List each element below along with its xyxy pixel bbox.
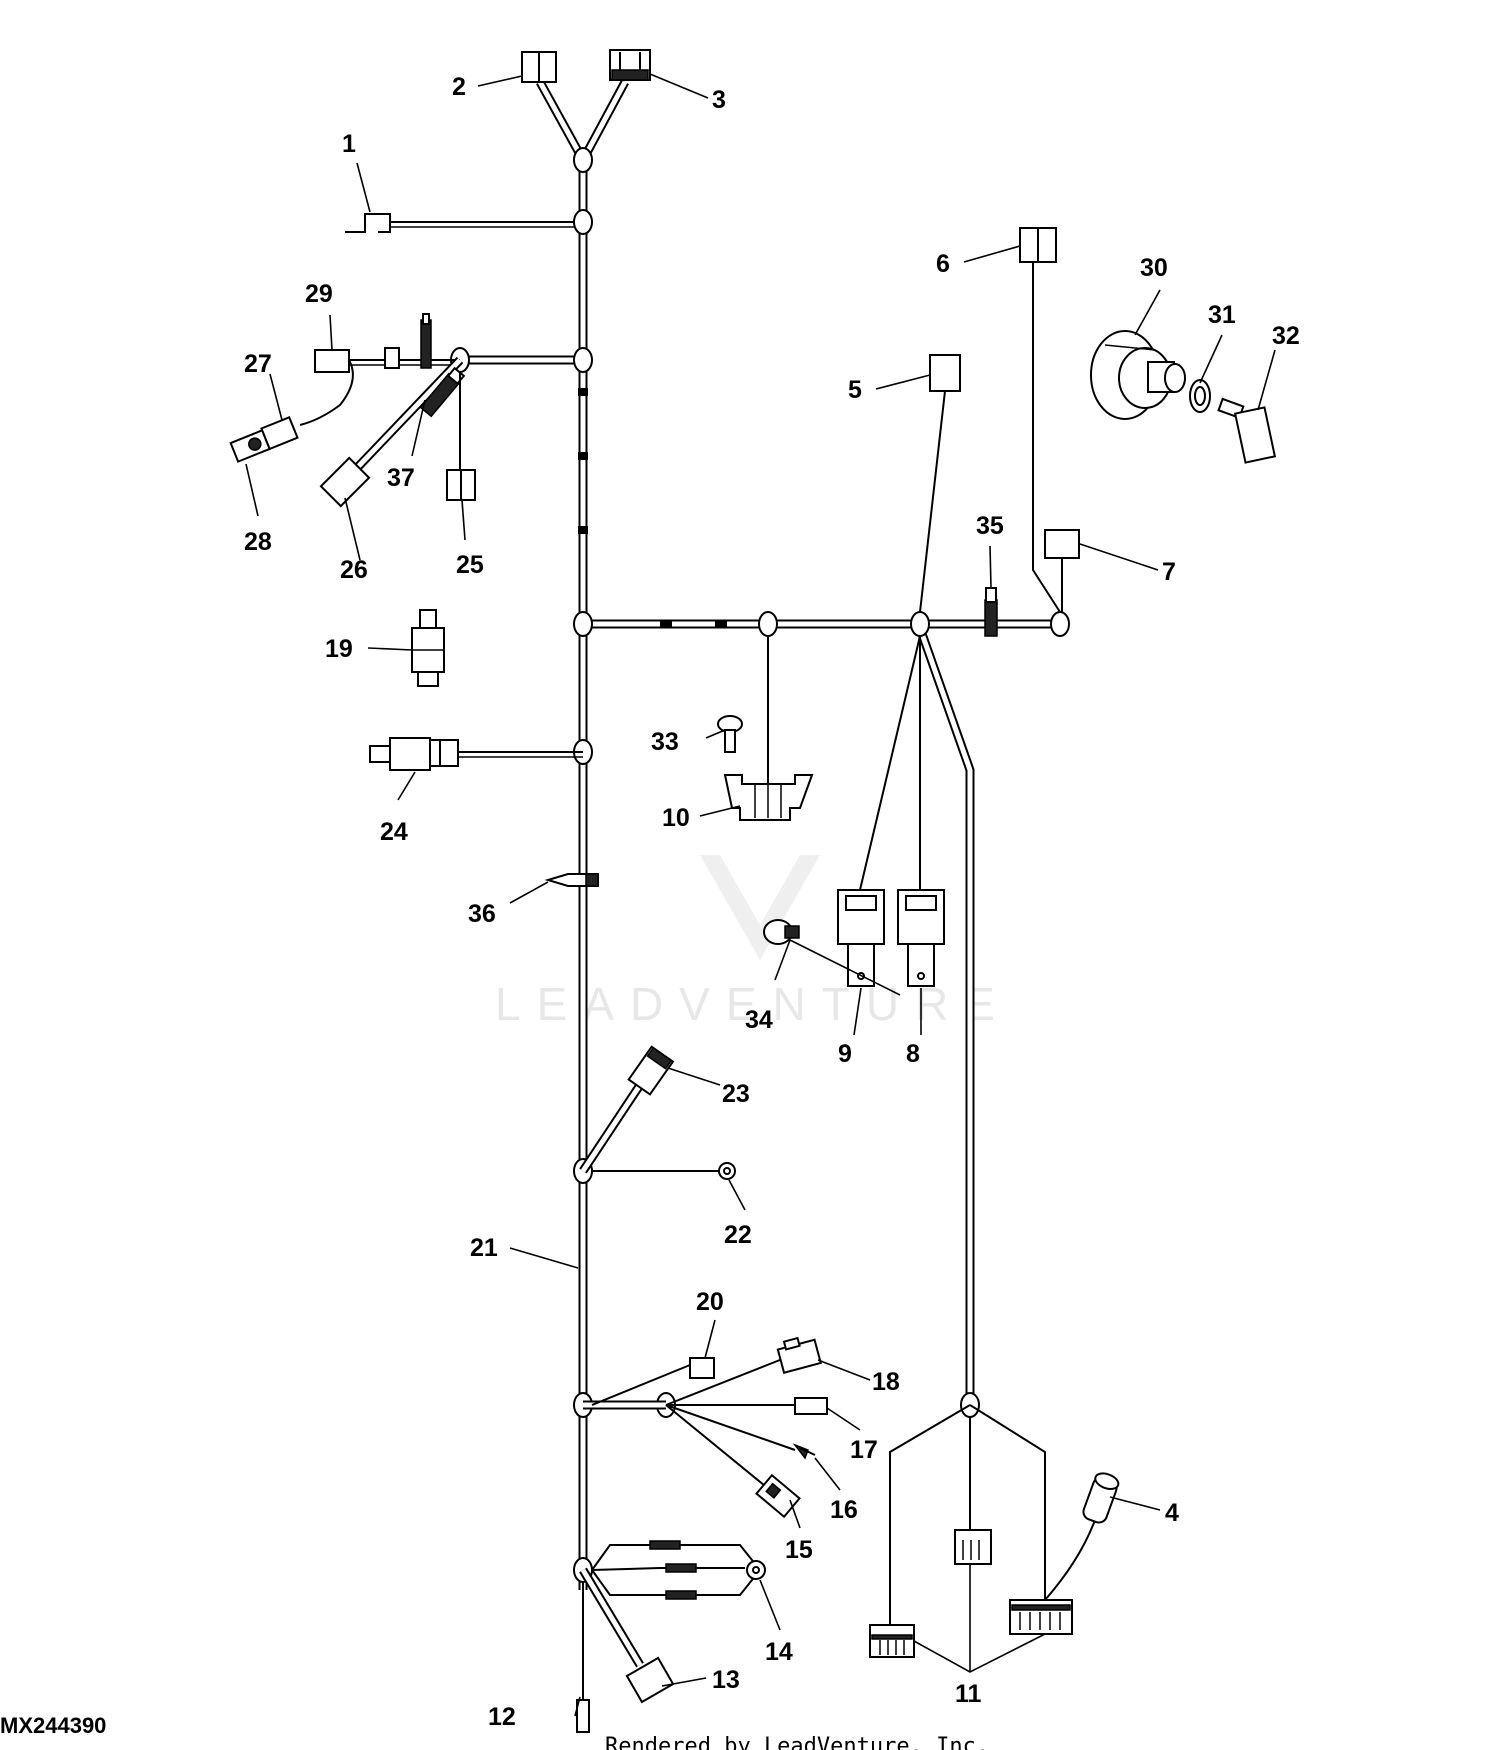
callout-31: 31	[1208, 301, 1236, 329]
watermark: LEADVENTURE	[495, 855, 995, 1030]
callout-5: 5	[848, 376, 862, 404]
callout-16: 16	[830, 1496, 858, 1524]
callout-37: 37	[387, 464, 415, 492]
splice-36	[544, 873, 599, 887]
callout-11: 11	[955, 1680, 982, 1708]
connector-13	[579, 1567, 675, 1704]
callout-35: 35	[976, 512, 1004, 540]
connector-6-7	[1019, 227, 1080, 613]
callout-9: 9	[838, 1040, 852, 1068]
main-trunk-21	[460, 160, 1062, 1590]
callout-2: 2	[452, 73, 466, 101]
callout-23: 23	[722, 1080, 750, 1108]
connector-1	[345, 213, 583, 233]
watermark-logo	[700, 855, 820, 960]
callout-29: 29	[305, 280, 333, 308]
branch-left-upper	[229, 313, 476, 508]
callout-30: 30	[1140, 254, 1168, 282]
connector-2	[521, 51, 557, 83]
callout-24: 24	[380, 818, 408, 846]
callout-7: 7	[1162, 558, 1176, 586]
callout-19: 19	[325, 635, 353, 663]
callout-12: 12	[488, 1703, 516, 1731]
callout-20: 20	[696, 1288, 724, 1316]
callout-22: 22	[724, 1221, 752, 1249]
callout-4: 4	[1165, 1499, 1179, 1527]
callout-3: 3	[712, 86, 726, 114]
callout-8: 8	[906, 1040, 920, 1068]
ground-14	[591, 1540, 766, 1600]
callout-15: 15	[785, 1536, 813, 1564]
callout-34: 34	[745, 1006, 773, 1034]
callout-27: 27	[244, 350, 272, 378]
render-credit: Rendered by LeadVenture, Inc.	[605, 1734, 989, 1750]
nut-31	[1189, 379, 1211, 413]
connector-35	[984, 587, 998, 637]
connector-23	[579, 1045, 675, 1174]
connector-12	[576, 1582, 590, 1733]
key-32	[1217, 397, 1277, 464]
connector-4	[1044, 1472, 1120, 1601]
callout-28: 28	[244, 528, 272, 556]
callout-17: 17	[850, 1436, 878, 1464]
bracket-10	[723, 636, 814, 821]
callout-10: 10	[662, 804, 690, 832]
relays-8-9	[837, 635, 945, 987]
relay-19	[411, 609, 445, 687]
connector-3	[609, 49, 651, 81]
callout-18: 18	[872, 1368, 900, 1396]
callout-6: 6	[936, 250, 950, 278]
callout-21: 21	[470, 1234, 498, 1262]
bolt-33	[717, 715, 743, 753]
callout-1: 1	[342, 130, 356, 158]
callout-33: 33	[651, 728, 679, 756]
lower-cluster	[583, 1336, 828, 1519]
callout-25: 25	[456, 551, 484, 579]
callout-labels: 1 2 3 4 5 6 7 8 9 10 11 12 13 14 15 16 1…	[244, 73, 1300, 1731]
callout-26: 26	[340, 556, 368, 584]
callout-32: 32	[1272, 322, 1300, 350]
screw-34	[763, 919, 800, 945]
connector-5	[919, 354, 961, 613]
ignition-switch-30	[1090, 330, 1186, 420]
callout-13: 13	[712, 1666, 740, 1694]
callout-14: 14	[765, 1638, 793, 1666]
trunk-nodes	[573, 147, 1070, 1583]
connector-24	[369, 737, 583, 771]
connector-11	[869, 1404, 1073, 1673]
ring-terminal-22	[592, 1162, 736, 1180]
callout-36: 36	[468, 900, 496, 928]
leader-lines	[245, 73, 1276, 1717]
figure-id: MX244390	[0, 1713, 106, 1738]
